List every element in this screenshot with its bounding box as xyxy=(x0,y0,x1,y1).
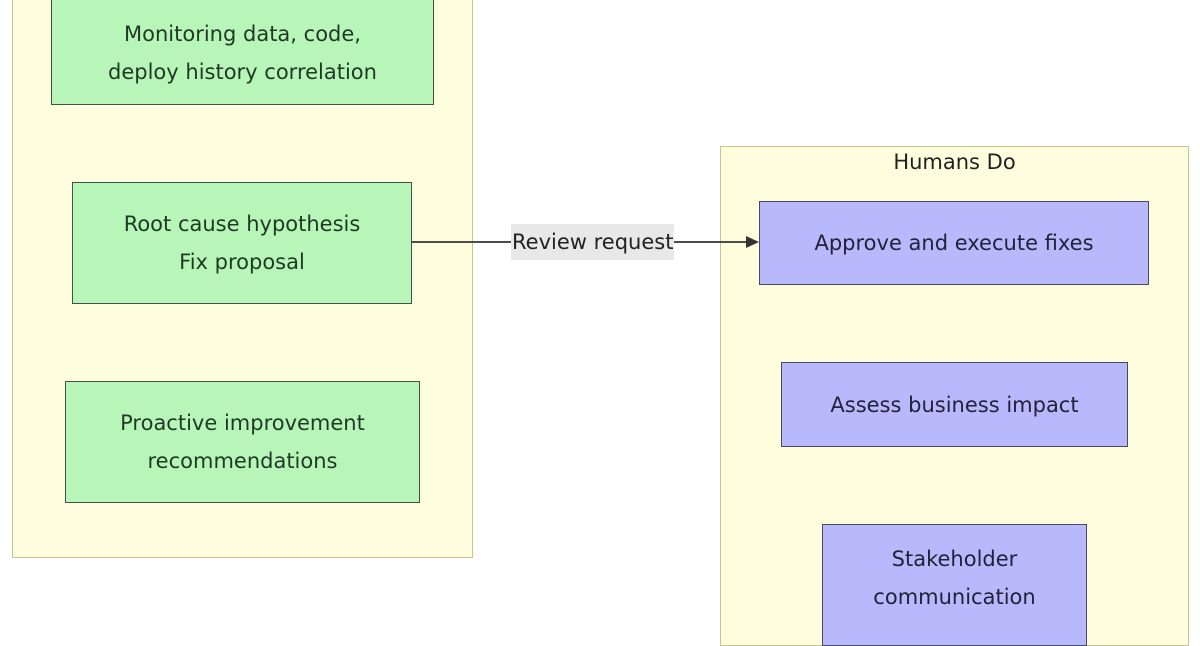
node-assess-impact[interactable]: Assess business impact xyxy=(781,362,1128,447)
node-text: Root cause hypothesis xyxy=(123,212,361,236)
node-text: deploy history correlation xyxy=(108,59,377,84)
node-text: recommendations xyxy=(147,449,338,473)
node-proactive-improvement[interactable]: Proactive improvement recommendations xyxy=(65,381,420,503)
node-text: Fix proposal xyxy=(179,250,305,274)
node-stakeholder-communication[interactable]: Stakeholder communication xyxy=(822,524,1087,646)
node-root-cause[interactable]: Root cause hypothesis Fix proposal xyxy=(72,182,412,304)
node-text: Assess business impact xyxy=(830,392,1079,417)
node-text: Approve and execute fixes xyxy=(814,231,1094,255)
node-text: communication xyxy=(873,585,1036,609)
edge-label: Review request xyxy=(511,224,675,260)
node-monitoring-correlation[interactable]: Monitoring data, code, deploy history co… xyxy=(51,0,434,105)
node-text: Proactive improvement xyxy=(120,411,365,435)
node-approve-execute[interactable]: Approve and execute fixes xyxy=(759,201,1149,285)
node-text: Monitoring data, code, xyxy=(124,21,361,46)
edge-layer xyxy=(412,236,759,248)
arrowhead-icon xyxy=(746,236,759,248)
cluster-title: Humans Do xyxy=(893,150,1016,174)
node-text: Stakeholder xyxy=(891,547,1018,571)
